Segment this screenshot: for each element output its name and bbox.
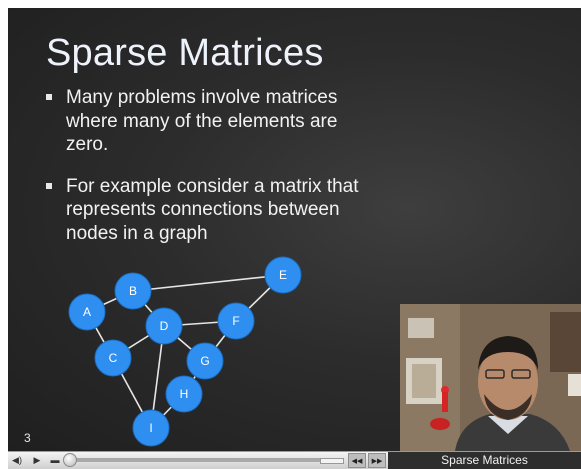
bullet-text: For example consider a matrix that repre… (66, 175, 359, 244)
stop-icon[interactable]: ▬ (50, 455, 60, 465)
graph-node-label: A (83, 305, 91, 319)
graph-diagram: A B C D E F G H I (68, 256, 302, 447)
presenter-video-icon (400, 304, 581, 451)
next-slide-icon[interactable]: ▶▶ (368, 453, 386, 468)
slide-title: Sparse Matrices (46, 32, 324, 74)
graph-node-label: E (279, 268, 287, 282)
bullet-list: Many problems involve matrices where man… (46, 86, 366, 245)
presenter-video (400, 304, 581, 451)
graph-node-label: G (200, 354, 209, 368)
graph-node-i: I (132, 409, 170, 447)
graph-node-circle (165, 375, 203, 413)
graph-node-label: C (109, 351, 118, 365)
graph-node-label: D (160, 319, 169, 333)
player-controls: ◀) ▶ ▬ ◀◀ ▶▶ Sparse Matrices (8, 451, 581, 469)
graph-node-label: B (129, 284, 137, 298)
graph-node-g: G (186, 342, 224, 380)
graph-node-label: H (180, 387, 189, 401)
graph-node-circle (114, 272, 152, 310)
graph-node-circle (68, 293, 106, 331)
bullet-icon (46, 94, 52, 100)
graph-node-f: F (217, 302, 255, 340)
previous-slide-icon[interactable]: ◀◀ (348, 453, 366, 468)
slide-caption: Sparse Matrices (388, 452, 581, 469)
graph-node-d: D (145, 307, 183, 345)
bullet-text: Many problems involve matrices where man… (66, 87, 338, 155)
slide: Sparse Matrices Many problems involve ma… (8, 8, 581, 451)
graph-node-circle (132, 409, 170, 447)
progress-track-end (320, 458, 344, 464)
graph-node-label: I (149, 421, 152, 435)
seek-bar[interactable] (66, 458, 344, 462)
graph-node-circle (186, 342, 224, 380)
bullet-item: Many problems involve matrices where man… (46, 86, 366, 157)
graph-node-circle (264, 256, 302, 294)
graph-node-b: B (114, 272, 152, 310)
graph-node-e: E (264, 256, 302, 294)
graph-node-h: H (165, 375, 203, 413)
graph-node-a: A (68, 293, 106, 331)
seek-handle[interactable] (63, 453, 77, 467)
bullet-icon (46, 182, 52, 189)
graph-nodes: A B C D E F G H I (68, 256, 302, 447)
graph-edge-b-e (132, 274, 284, 292)
slide-number: 3 (24, 431, 31, 445)
volume-icon[interactable]: ◀) (12, 454, 22, 465)
graph-node-circle (94, 339, 132, 377)
presentation-player: Sparse Matrices Many problems involve ma… (8, 8, 581, 469)
play-icon[interactable]: ▶ (33, 454, 41, 465)
graph-node-c: C (94, 339, 132, 377)
graph-node-label: F (232, 314, 239, 328)
graph-node-circle (145, 307, 183, 345)
graph-node-circle (217, 302, 255, 340)
bullet-item: For example consider a matrix that repre… (46, 175, 366, 246)
